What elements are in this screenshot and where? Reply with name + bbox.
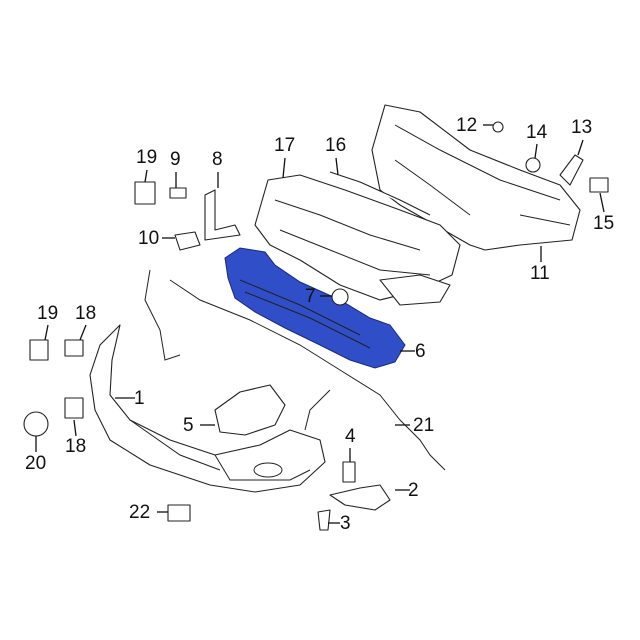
part-bracket-2[interactable] [329, 484, 391, 511]
callout-3: 3 [340, 513, 351, 534]
callout-16: 16 [325, 135, 347, 156]
part-sensor-18b[interactable] [64, 397, 84, 419]
part-nut-14[interactable] [525, 157, 541, 173]
callout-4: 4 [345, 426, 356, 447]
callout-10: 10 [138, 228, 160, 249]
part-bolt-3[interactable] [317, 509, 331, 531]
callout-13: 13 [571, 117, 593, 138]
part-bumper-cover[interactable] [89, 324, 326, 493]
callout-18-upper: 18 [75, 303, 97, 324]
part-retainer-19[interactable] [134, 181, 156, 205]
part-bracket-13[interactable] [559, 154, 584, 186]
callout-20: 20 [25, 453, 47, 474]
callout-12: 12 [456, 115, 478, 136]
part-clip-4[interactable] [342, 461, 356, 483]
part-nut-7[interactable] [331, 288, 349, 306]
callout-19-upper: 19 [136, 147, 158, 168]
part-retainer-10[interactable] [174, 231, 201, 251]
callout-11: 11 [530, 263, 550, 284]
callout-6: 6 [415, 341, 426, 362]
part-push-pin-12[interactable] [492, 121, 504, 133]
part-bracket-8[interactable] [204, 189, 241, 241]
callout-7: 7 [305, 286, 316, 307]
leader-lines [35, 124, 605, 524]
part-sensor-22[interactable] [167, 504, 191, 522]
part-sensor-18[interactable] [64, 339, 84, 357]
callout-8: 8 [212, 149, 223, 170]
part-clip-15[interactable] [589, 177, 609, 193]
part-retainer-19b[interactable] [29, 339, 49, 361]
part-seal[interactable] [329, 171, 431, 216]
callout-15: 15 [593, 213, 615, 234]
callout-21: 21 [413, 415, 435, 436]
part-bezel-20[interactable] [23, 411, 49, 437]
callout-5: 5 [183, 415, 194, 436]
callout-22: 22 [129, 502, 151, 523]
callout-17: 17 [274, 135, 296, 156]
part-bracket-5[interactable] [214, 384, 286, 436]
callout-18-lower: 18 [65, 436, 87, 457]
part-bolt-9[interactable] [169, 187, 187, 199]
callout-9: 9 [170, 149, 181, 170]
callout-2: 2 [408, 480, 419, 501]
callout-1: 1 [134, 388, 145, 409]
callout-19-lower: 19 [37, 303, 59, 324]
part-reinforcement-highlighted[interactable] [224, 247, 406, 369]
callout-14: 14 [526, 122, 548, 143]
